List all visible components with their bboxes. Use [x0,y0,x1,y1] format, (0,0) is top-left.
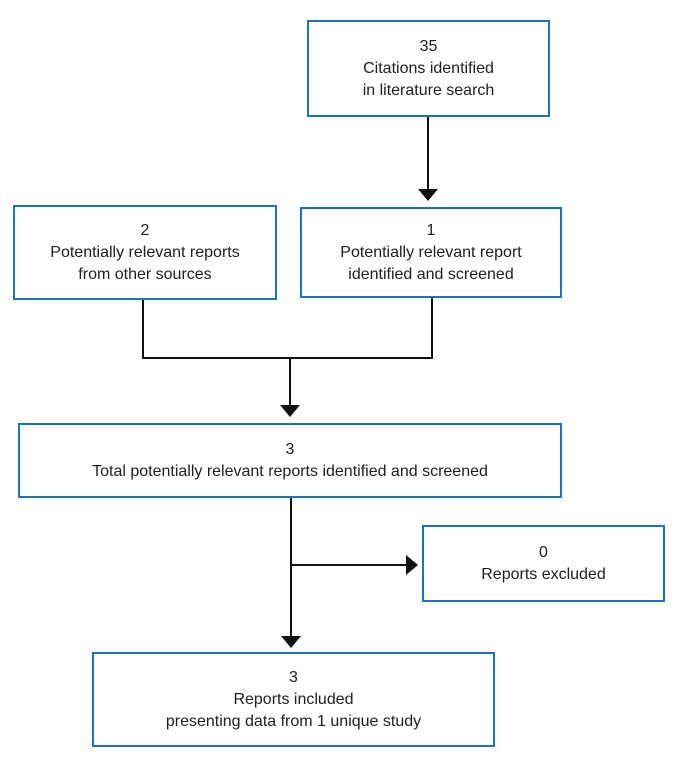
node-excluded-label1: Reports excluded [481,565,606,583]
node-excluded: 0 Reports excluded [422,525,665,602]
node-included-count: 3 [289,668,298,686]
node-other-sources-label2: from other sources [78,265,212,283]
node-total-count: 3 [285,440,295,458]
connector-other-sources-down-line [142,300,144,359]
node-screened-count: 1 [426,221,436,239]
node-total-label1: Total potentially relevant reports ident… [92,462,488,480]
arrow-junction-to-total-head-icon [280,405,300,417]
node-other-sources: 2 Potentially relevant reports from othe… [13,205,277,300]
node-citations-label2: in literature search [362,81,495,99]
node-included: 3 Reports included presenting data from … [92,652,495,747]
arrow-junction-to-total-line [289,357,291,406]
arrow-citations-to-screened-line [427,117,429,190]
node-citations: 35 Citations identified in literature se… [307,20,550,117]
node-other-sources-label1: Potentially relevant reports [50,243,240,261]
node-excluded-count: 0 [539,543,548,561]
node-citations-count: 35 [419,37,438,55]
node-included-label1: Reports included [233,690,354,708]
arrow-citations-to-screened-head-icon [418,189,438,201]
node-screened-label1: Potentially relevant report [340,243,522,261]
node-included-label2: presenting data from 1 unique study [165,712,422,730]
connector-join-horizontal-line [142,357,433,359]
node-citations-label1: Citations identified [363,59,494,77]
node-other-sources-count: 2 [140,221,150,239]
node-total: 3 Total potentially relevant reports ide… [18,423,562,498]
node-screened: 1 Potentially relevant report identified… [300,207,562,298]
arrow-total-to-included-line [290,498,292,637]
arrow-total-to-included-head-icon [281,636,301,648]
arrow-total-to-excluded-head-icon [406,555,418,575]
connector-screened-down-line [431,298,433,359]
node-screened-label2: identified and screened [348,265,514,283]
arrow-total-to-excluded-line [290,564,407,566]
